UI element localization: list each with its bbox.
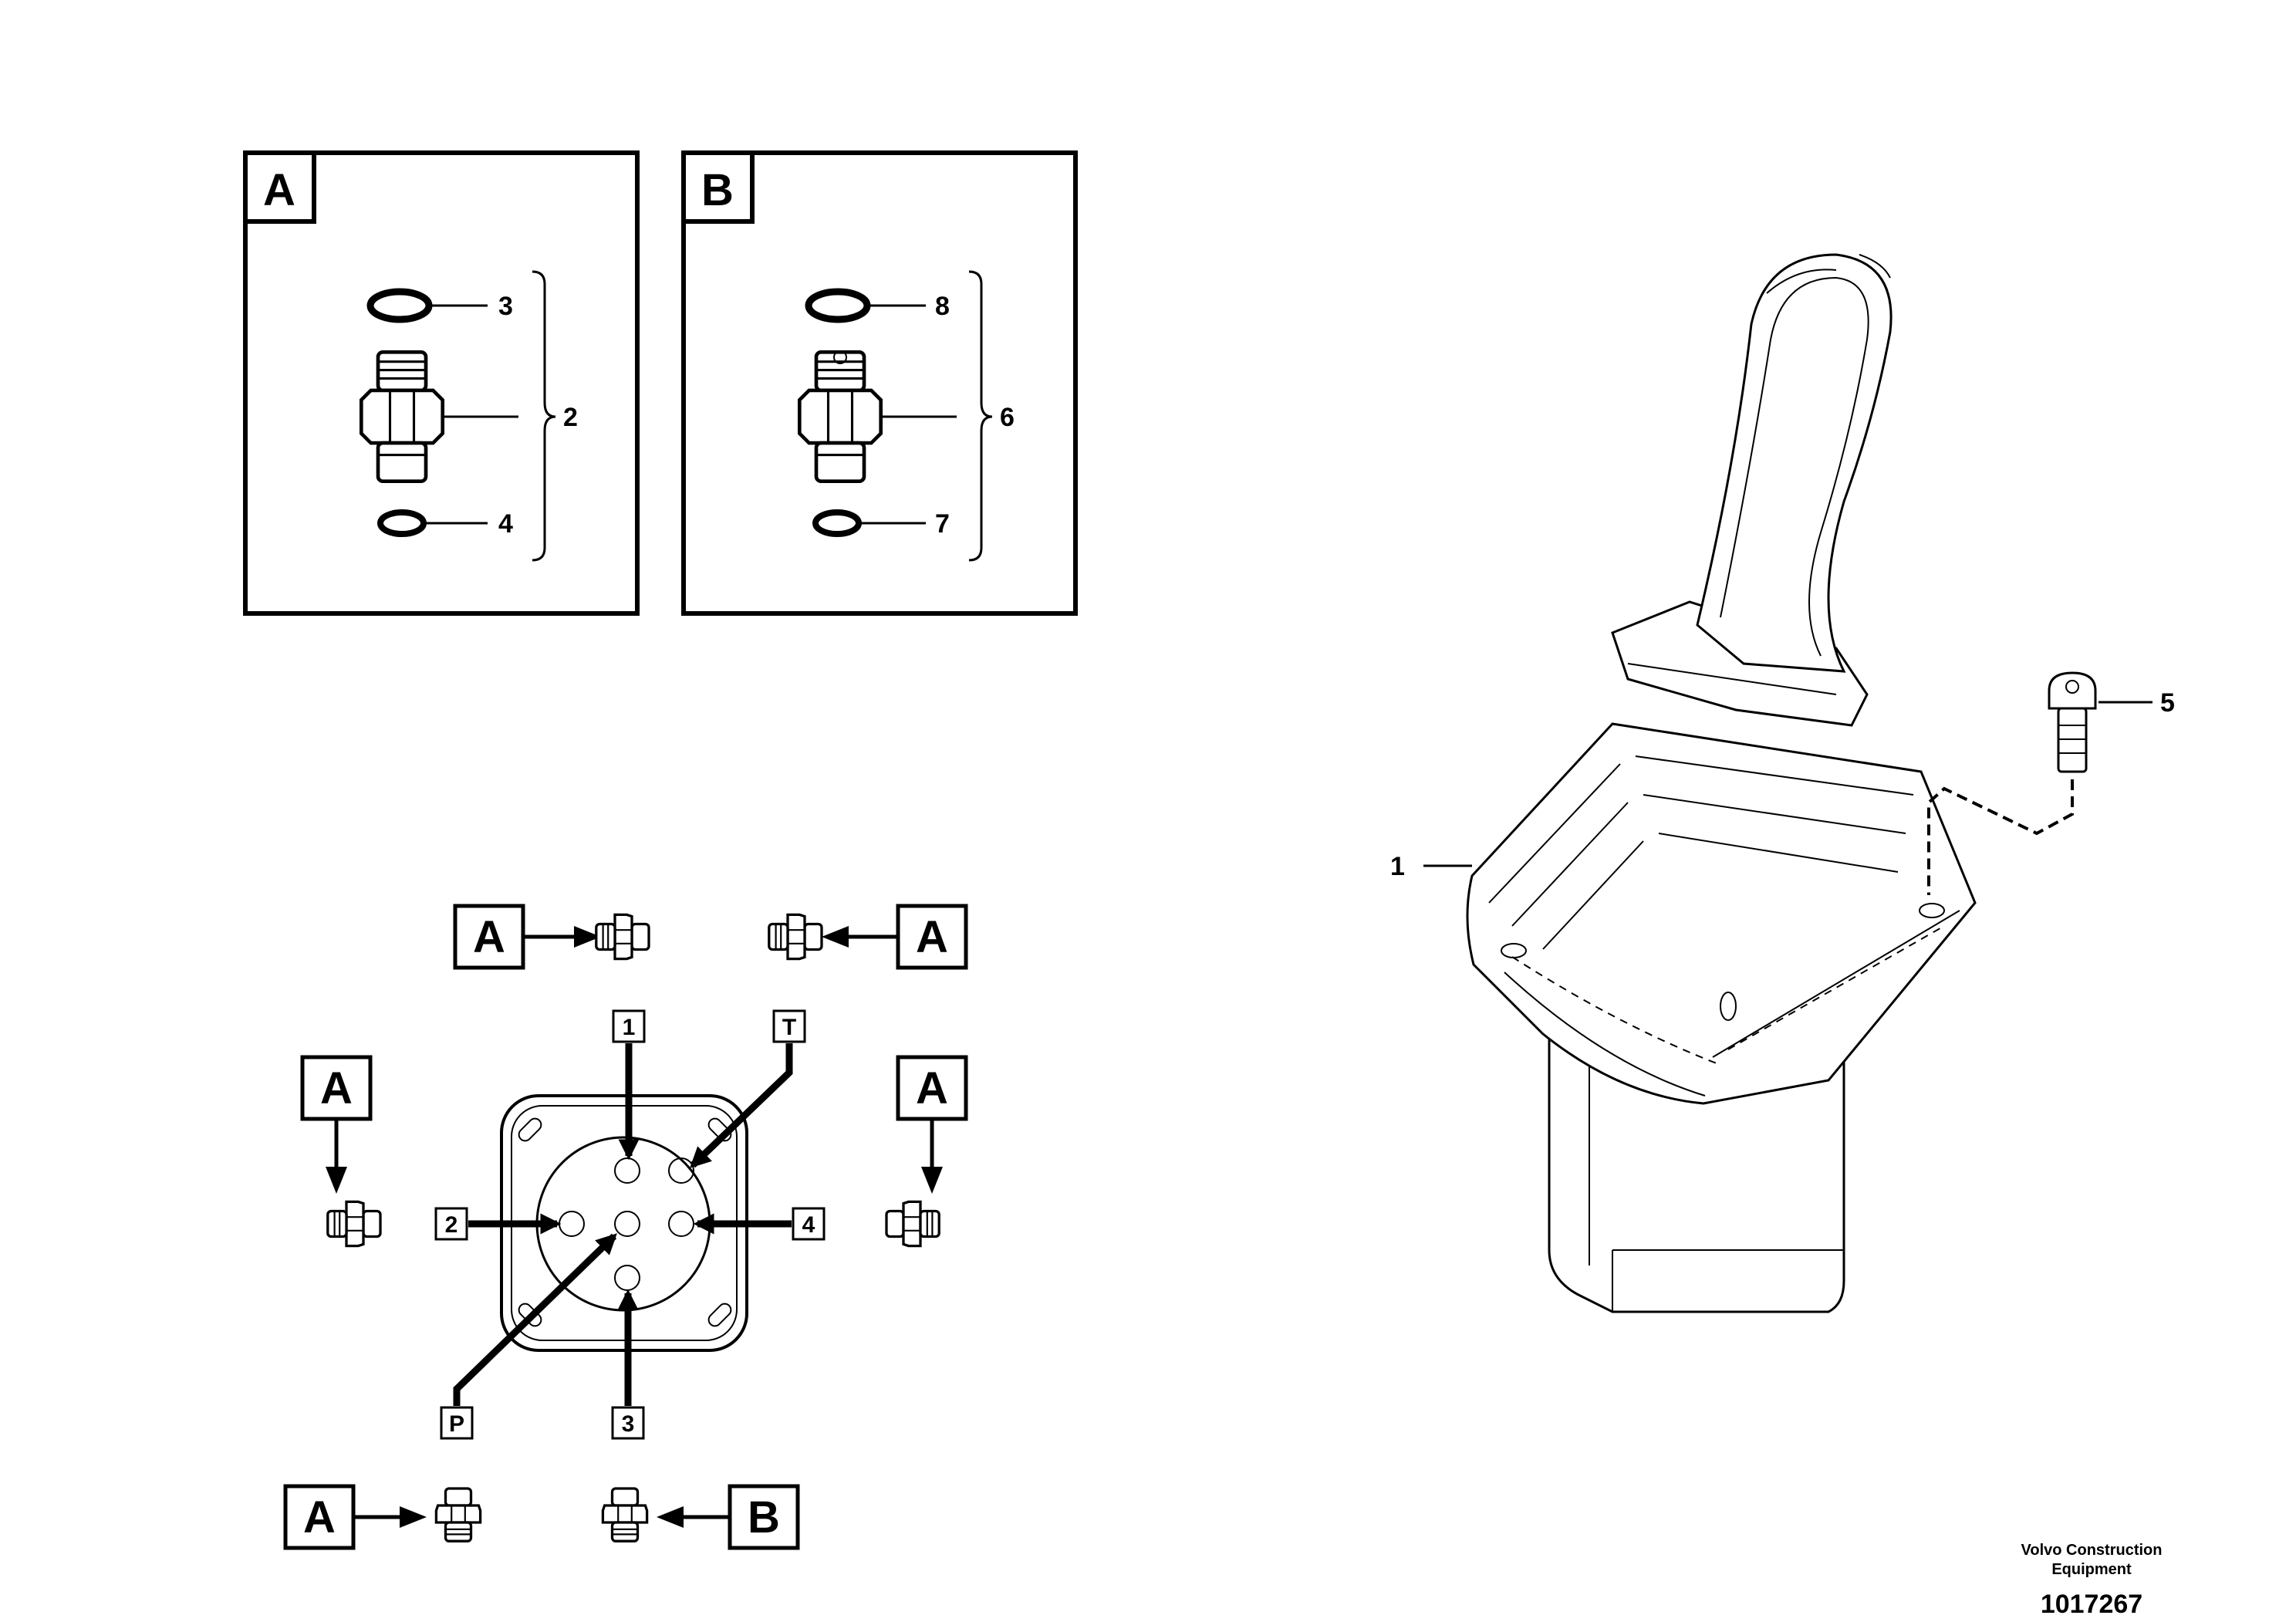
callout-screw: 5 (2160, 688, 2175, 718)
port-hole-2 (559, 1211, 585, 1237)
callout-b-top-seal: 8 (935, 292, 950, 321)
port-hole-t (668, 1157, 694, 1184)
o-ring-bottom-a (377, 509, 427, 537)
callout-a-top-seal: 3 (498, 292, 513, 321)
port-3-fitting-letter: B (748, 1492, 780, 1543)
screw-5: 5 (1927, 671, 2175, 895)
callout-b-bottom-seal: 7 (935, 509, 950, 539)
callout-lever: 1 (1390, 852, 1405, 881)
port-p-fitting-letter: A (303, 1492, 336, 1543)
port-t-assembly: A T (690, 904, 968, 1168)
company-line-1: Volvo Construction (2021, 1542, 2163, 1559)
callout-a-bottom-seal: 4 (498, 509, 513, 539)
port-hole-4 (668, 1211, 694, 1237)
port-1-assembly: A 1 (453, 904, 650, 1161)
port-hole-1 (614, 1157, 640, 1184)
company-line-2: Equipment (2051, 1561, 2132, 1578)
detail-box-a: A 3 4 2 (243, 150, 640, 616)
drawing-footer: Volvo Construction Equipment 1017267 (2021, 1542, 2163, 1619)
adapter-fitting-a (361, 352, 442, 481)
port-1-label: 1 (623, 1015, 636, 1040)
port-hole-p (614, 1211, 640, 1237)
port-2-fitting-letter: A (320, 1063, 353, 1113)
brace-b (968, 270, 993, 562)
port-p-assembly: A P (283, 1233, 617, 1550)
port-4-assembly: A 4 (693, 1055, 968, 1248)
o-ring-top-b (805, 288, 871, 323)
callout-a-kit: 2 (563, 403, 578, 432)
port-t-label: T (782, 1015, 796, 1040)
port-t-fitting-letter: A (916, 912, 948, 962)
joystick-lever: 1 (1390, 253, 1977, 1313)
port-p-label: P (449, 1411, 464, 1437)
port-2-label: 2 (445, 1212, 458, 1238)
port-1-fitting-letter: A (473, 912, 505, 962)
drawing-number: 1017267 (2041, 1590, 2142, 1619)
box-a-letter: A (263, 165, 295, 215)
o-ring-bottom-b (812, 509, 862, 537)
callout-b-kit: 6 (1000, 403, 1015, 432)
adapter-fitting-b (799, 352, 880, 481)
port-hole-3 (614, 1265, 640, 1291)
brace-a (532, 270, 556, 562)
port-3-label: 3 (622, 1411, 635, 1437)
port-2-assembly: A 2 (300, 1055, 562, 1248)
detail-box-b: B 8 7 6 (681, 150, 1078, 616)
port-4-fitting-letter: A (916, 1063, 948, 1113)
o-ring-top-a (366, 288, 433, 323)
port-3-assembly: B 3 (601, 1289, 800, 1550)
box-b-letter: B (701, 165, 734, 215)
port-4-label: 4 (802, 1212, 815, 1238)
